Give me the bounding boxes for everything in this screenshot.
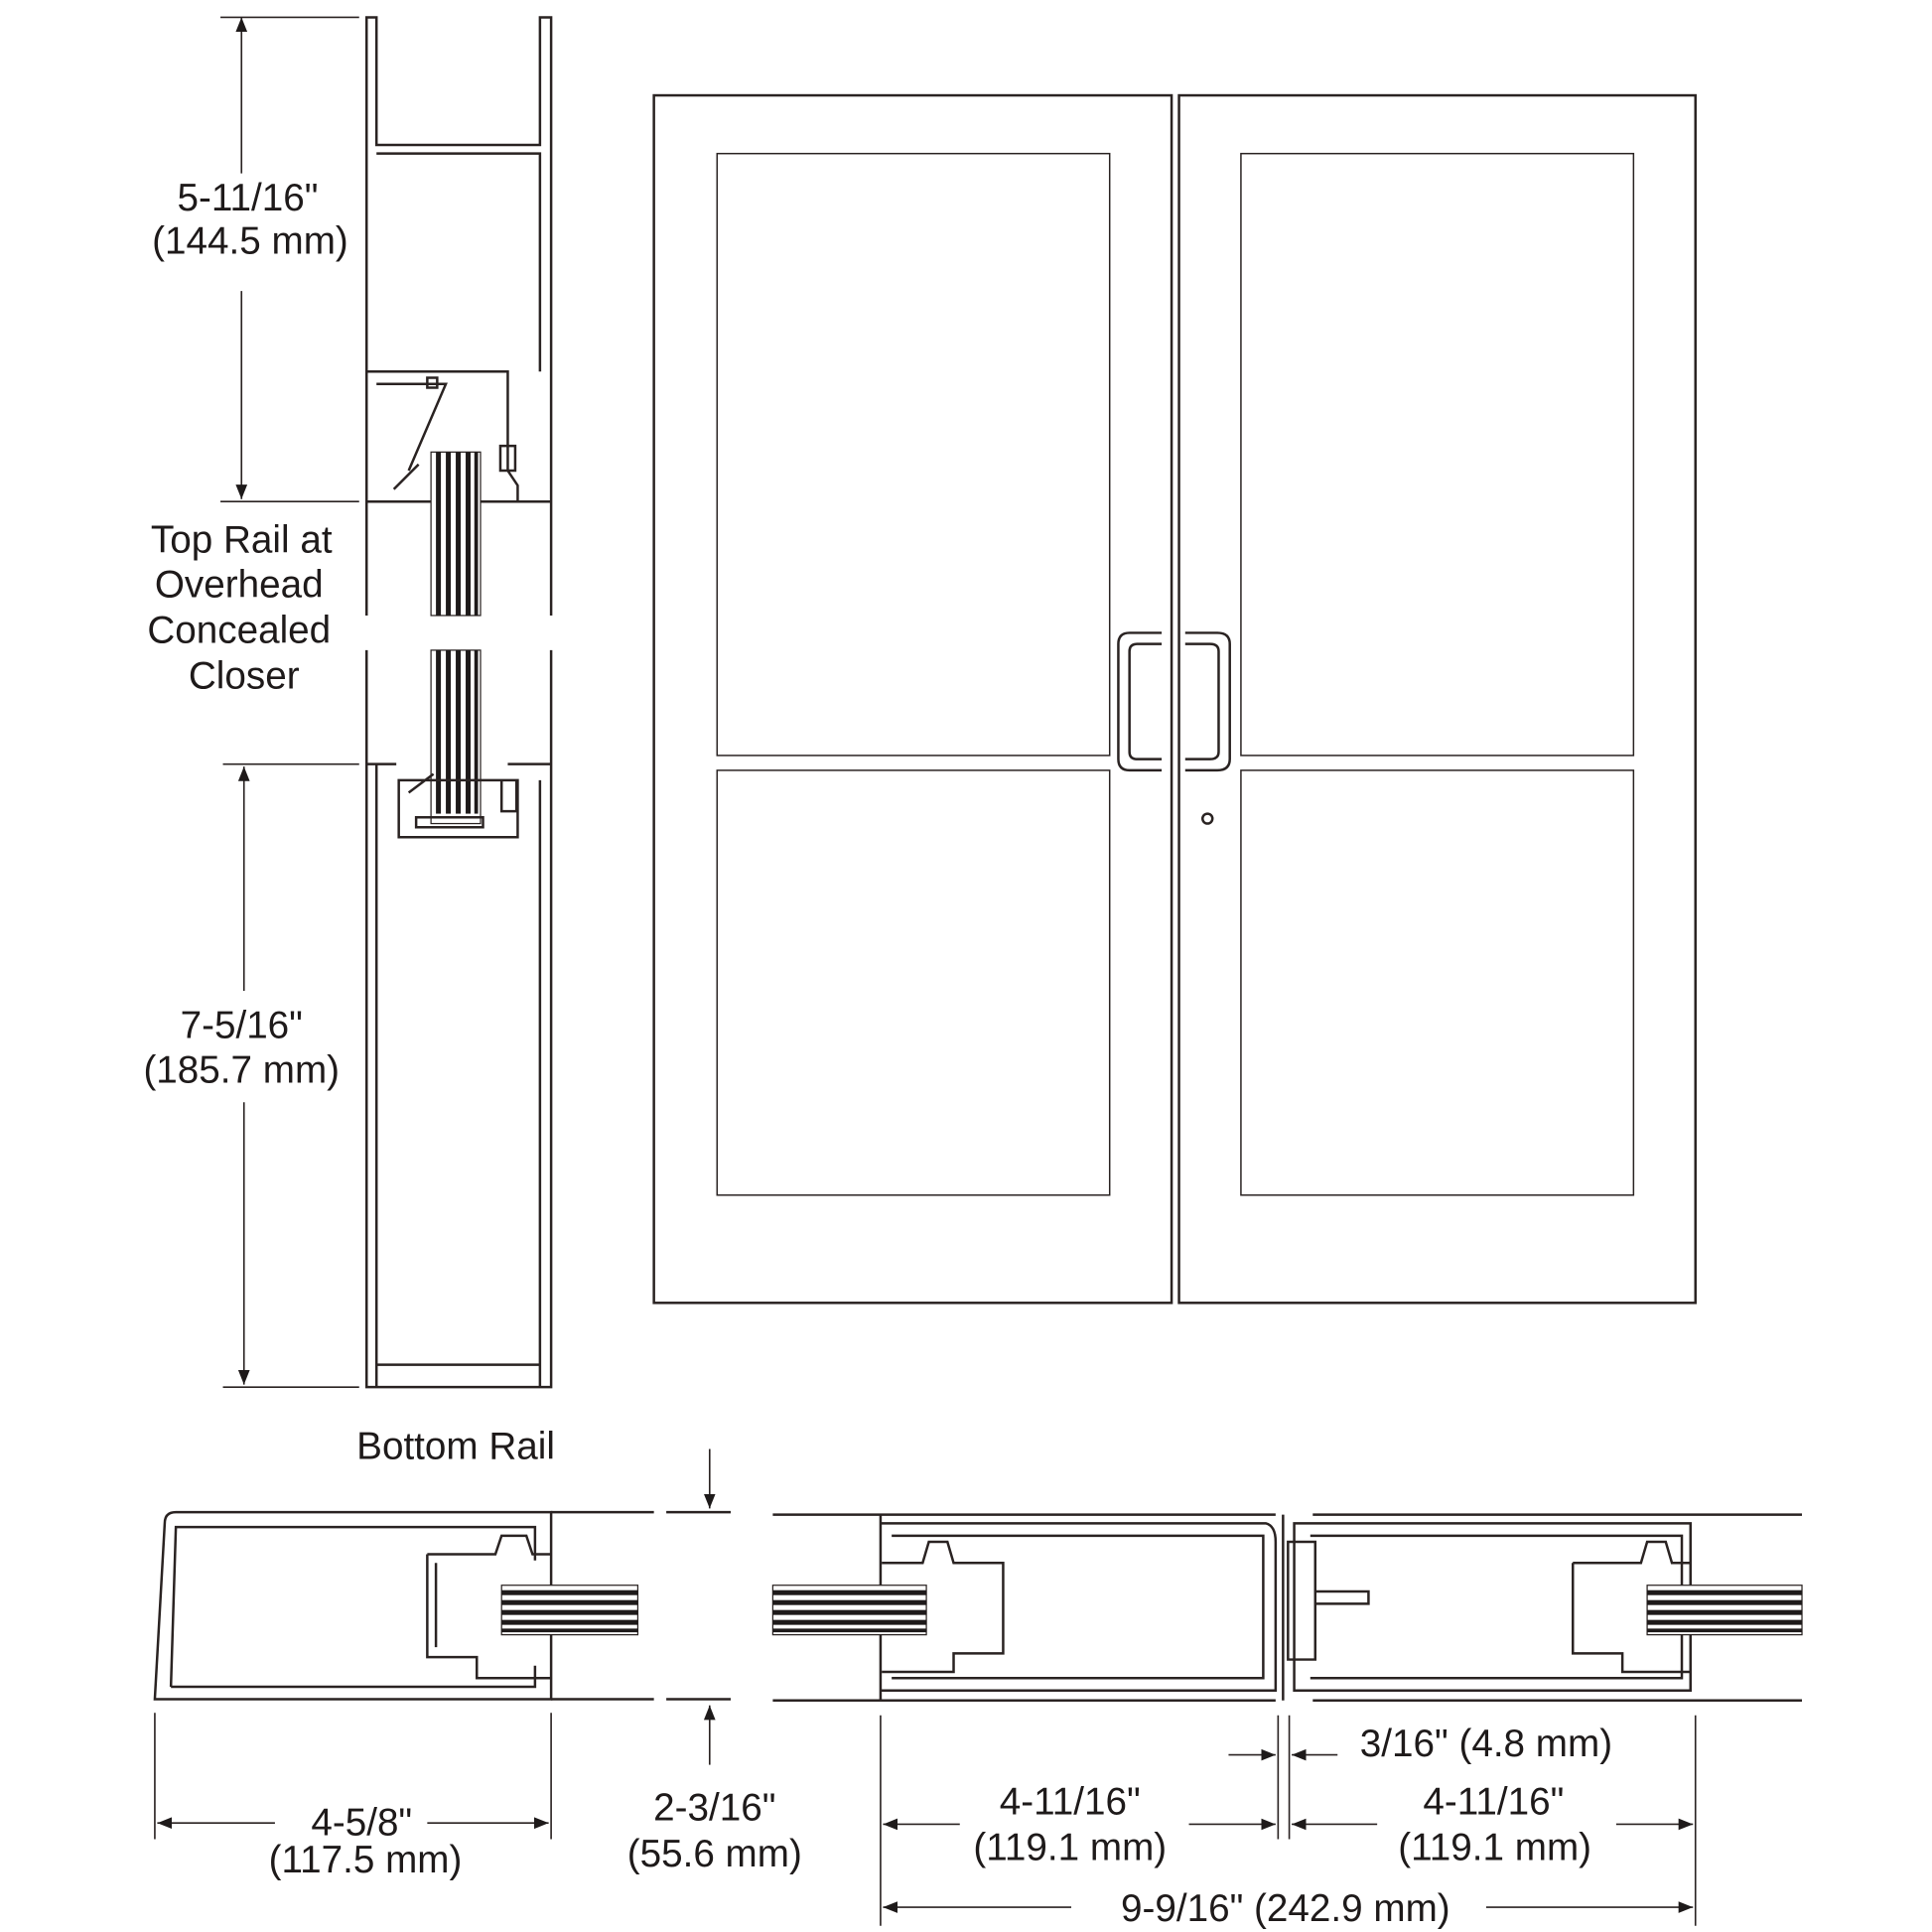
left-lower-glass [716, 769, 1111, 1196]
right-pull-handle [1184, 631, 1231, 772]
left-stile-dim-imperial: 4-11/16" [1000, 1780, 1141, 1823]
left-upper-glass [716, 152, 1111, 757]
depth-dim-imperial: 2-3/16" [653, 1787, 775, 1830]
bottom-rail-label: Bottom Rail [356, 1425, 555, 1467]
lock-cylinder [1201, 812, 1214, 825]
right-stile-dim-imperial: 4-11/16" [1423, 1780, 1564, 1823]
top-label-line-1: Top Rail at [151, 518, 333, 561]
glass-middle-section [771, 1585, 927, 1636]
glass-bottom [430, 649, 482, 825]
vertical-section: 5-11/16" (144.5 mm) Top Rail at Overhead… [143, 16, 555, 1467]
bottom-rail-glazing-profile [397, 772, 519, 839]
top-dim-imperial: 5-11/16" [178, 177, 319, 219]
right-upper-glass [1240, 152, 1635, 757]
top-label-line-3: Concealed [147, 609, 331, 651]
right-stile-dim-metric: (119.1 mm) [1398, 1827, 1591, 1869]
glass-left-section [500, 1585, 639, 1636]
horizontal-section: 4-5/8" (117.5 mm) 2-3/16" (55.6 mm) 4-11… [153, 1449, 1803, 1930]
left-stile-dim-metric: (119.1 mm) [973, 1827, 1167, 1869]
glass-right-section [1646, 1585, 1803, 1636]
left-pull-handle [1117, 631, 1163, 772]
top-rail-closer-profile [366, 369, 552, 503]
top-label-line-4: Closer [189, 655, 300, 698]
stile-dim-metric: (117.5 mm) [269, 1839, 463, 1881]
bottom-dim-imperial: 7-5/16" [181, 1004, 303, 1046]
top-dim-metric: (144.5 mm) [152, 220, 348, 263]
hinge-stile [153, 1510, 553, 1701]
bottom-dim-metric: (185.7 mm) [143, 1048, 340, 1091]
astragal-screw [1287, 1540, 1370, 1661]
gap-dim: 3/16" (4.8 mm) [1360, 1723, 1612, 1765]
door-elevation [652, 93, 1697, 1305]
glass-top [430, 451, 482, 617]
depth-dim-metric: (55.6 mm) [627, 1833, 802, 1875]
overall-dim: 9-9/16" (242.9 mm) [1121, 1887, 1450, 1930]
top-label-line-2: Overhead [155, 563, 324, 606]
right-lower-glass [1240, 769, 1635, 1196]
stile-dim-imperial: 4-5/8" [311, 1802, 412, 1845]
